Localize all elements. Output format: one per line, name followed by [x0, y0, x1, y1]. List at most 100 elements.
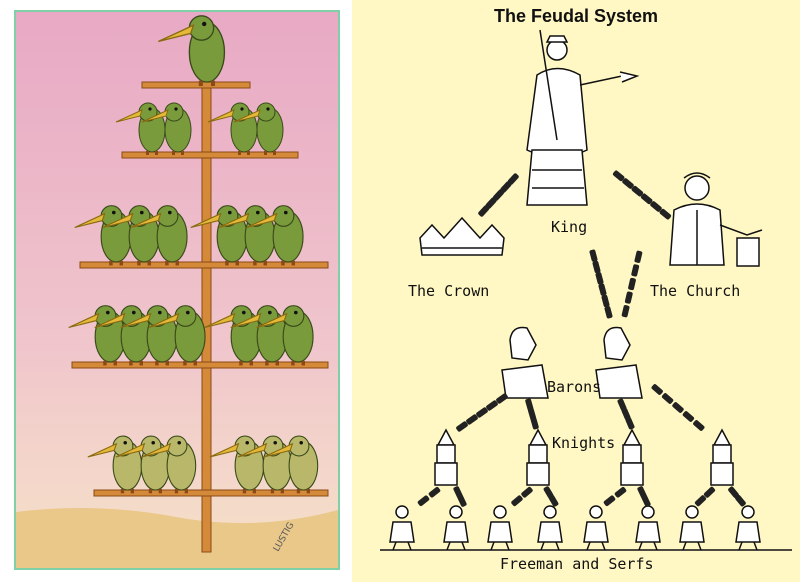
- chain-link: [693, 420, 705, 431]
- branch-2: [121, 151, 299, 159]
- knight-figure: [526, 428, 550, 486]
- label-knights: Knights: [552, 434, 616, 452]
- feudal-diagram: [380, 29, 792, 551]
- chain-link: [493, 189, 504, 201]
- chain-link: [621, 305, 630, 318]
- chain-link: [592, 260, 601, 274]
- chain-link: [631, 264, 640, 277]
- chain-link: [694, 495, 707, 507]
- chain-link: [621, 407, 631, 421]
- chain-link: [659, 208, 672, 220]
- chain-link: [500, 181, 512, 193]
- chain-link: [603, 495, 616, 506]
- chain-link: [624, 291, 633, 304]
- tree-trunk: [201, 71, 212, 553]
- chain-link: [476, 407, 488, 418]
- king-figure: [526, 29, 640, 206]
- chain-link: [457, 494, 467, 507]
- church-figure: [669, 172, 763, 267]
- chain-link: [650, 201, 662, 212]
- chain-link: [485, 197, 497, 209]
- chain-link: [672, 402, 684, 413]
- chain-link: [486, 400, 498, 411]
- chain-link: [548, 494, 559, 507]
- serf-figure: [635, 505, 661, 551]
- bird: [207, 102, 258, 155]
- chain-link: [601, 294, 610, 308]
- serf-figure: [679, 505, 705, 551]
- chain-link: [478, 205, 490, 217]
- branch-4: [71, 361, 329, 369]
- serfs: [389, 505, 761, 551]
- chain-link: [604, 306, 613, 319]
- knight-figure: [434, 428, 458, 486]
- label-barons: Barons: [547, 378, 602, 396]
- bird-tree-illustration: LUSTIG: [16, 12, 338, 568]
- ground: [16, 508, 338, 568]
- bird: [130, 205, 188, 266]
- chains: [417, 170, 746, 507]
- serf-figure: [735, 505, 761, 551]
- feudal-panel: The Feudal System King The Crown The Chu…: [352, 0, 800, 582]
- chain-link: [640, 193, 653, 205]
- chain-link: [456, 421, 468, 432]
- chain-link: [530, 417, 539, 430]
- bird: [233, 102, 284, 155]
- bird: [102, 205, 160, 266]
- serf-figure: [389, 505, 415, 551]
- chain-link: [466, 414, 478, 425]
- bird: [218, 205, 276, 266]
- chain-link: [651, 384, 663, 395]
- bird: [141, 435, 197, 494]
- chain-link: [595, 272, 604, 285]
- chain-link: [614, 487, 627, 498]
- serf-figure: [487, 505, 513, 551]
- chain-link: [525, 398, 534, 411]
- baron-figure-1: [501, 326, 549, 399]
- branch-3: [79, 261, 329, 269]
- serf-figure: [443, 505, 469, 551]
- chain-link: [543, 486, 554, 499]
- chain-link: [511, 495, 523, 507]
- chain-link: [507, 173, 519, 185]
- chain-link: [728, 486, 739, 498]
- cartoon-panel: LUSTIG: [0, 0, 352, 582]
- knight-figure: [710, 428, 734, 486]
- bird: [246, 205, 304, 266]
- label-church: The Church: [650, 282, 741, 300]
- label-king: King: [551, 218, 588, 236]
- birds: [68, 15, 319, 494]
- serf-figure: [537, 505, 563, 551]
- bird: [263, 435, 319, 494]
- knight-figure: [620, 428, 644, 486]
- knights: [434, 428, 734, 486]
- bird: [141, 102, 192, 155]
- chain-link: [634, 250, 643, 263]
- crown-icon: [419, 216, 505, 256]
- label-crown: The Crown: [408, 282, 490, 300]
- chain-link: [617, 398, 627, 411]
- bird: [158, 15, 226, 87]
- chain-link: [598, 283, 607, 296]
- bird: [148, 305, 206, 366]
- serf-figure: [583, 505, 609, 551]
- chain-link: [612, 170, 625, 182]
- chain-link: [703, 486, 716, 498]
- page-title: The Feudal System: [493, 6, 659, 26]
- chain-link: [496, 393, 508, 404]
- label-serfs: Freeman and Serfs: [500, 555, 654, 573]
- bird: [115, 102, 166, 155]
- chain-link: [628, 277, 636, 291]
- chain-link: [527, 407, 537, 421]
- bird: [256, 305, 314, 366]
- chain-link: [589, 249, 598, 262]
- baron-figure-2: [595, 326, 643, 399]
- chain-link: [428, 487, 441, 498]
- chain-link: [631, 185, 644, 197]
- branch-1: [141, 81, 251, 89]
- chain-link: [661, 393, 674, 404]
- chain-link: [682, 411, 695, 422]
- chain-link: [625, 417, 635, 430]
- chain-link: [622, 178, 634, 189]
